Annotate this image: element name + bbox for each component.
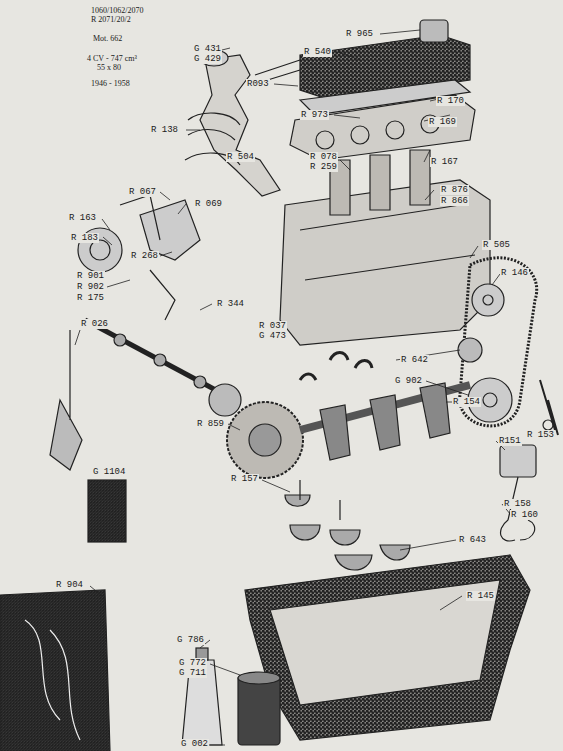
callout-number: R 145 [466, 591, 495, 601]
callout-number: G 711 [178, 668, 207, 678]
callout-number: R 037 [258, 321, 287, 331]
header-note: 1060/1062/2070 [90, 6, 144, 15]
callout-number: R 259 [309, 162, 338, 172]
callout-number: R 157 [230, 474, 259, 484]
callout-number: R 876 [440, 185, 469, 195]
callout-number: R 153 [526, 430, 555, 440]
callout-number: G 431 [193, 44, 222, 54]
callout-number: R 138 [150, 125, 179, 135]
callout-number: R 163 [68, 213, 97, 223]
header-note: Mot. 662 [92, 34, 123, 43]
callout-number: R 067 [128, 187, 157, 197]
header-note: 4 CV - 747 cm³ [86, 54, 138, 63]
callout-number: R 169 [428, 117, 457, 127]
callout-number: G 786 [176, 635, 205, 645]
callout-number: R 069 [194, 199, 223, 209]
callout-number: R 866 [440, 196, 469, 206]
header-note: R 2071/20/2 [90, 15, 132, 24]
callout-number: R 160 [510, 510, 539, 520]
callout-number: G 002 [180, 739, 209, 749]
callout-number: R 175 [76, 293, 105, 303]
callout-number: R 170 [436, 96, 465, 106]
callout-number: R151 [498, 436, 522, 446]
callout-number: R 904 [55, 580, 84, 590]
callout-number: R 344 [216, 299, 245, 309]
callout-number: R 642 [400, 355, 429, 365]
callout-number: R 158 [503, 499, 532, 509]
callout-number: R 973 [300, 110, 329, 120]
callout-number: R 643 [458, 535, 487, 545]
callout-number: R 540 [303, 47, 332, 57]
callout-number: G 772 [178, 658, 207, 668]
callout-number: G 1104 [92, 467, 126, 477]
callout-number: R 901 [76, 271, 105, 281]
header-note: 55 x 80 [96, 63, 122, 72]
callout-number: R 504 [226, 152, 255, 162]
callout-number: R 268 [130, 251, 159, 261]
callout-number: R 026 [80, 319, 109, 329]
callout-number: R 505 [482, 240, 511, 250]
callout-number: G 473 [258, 331, 287, 341]
callout-number: G 902 [394, 376, 423, 386]
callout-number: R 902 [76, 282, 105, 292]
callout-number: R 167 [430, 157, 459, 167]
callout-number: R 154 [452, 397, 481, 407]
callout-number: R 078 [309, 152, 338, 162]
callout-number: R 146 [500, 268, 529, 278]
callout-number: R 859 [196, 419, 225, 429]
callout-number: G 429 [193, 54, 222, 64]
callout-number: R 183 [70, 233, 99, 243]
callout-number: R 965 [345, 29, 374, 39]
callout-number: R093 [246, 79, 270, 89]
header-note: 1946 - 1958 [90, 79, 131, 88]
